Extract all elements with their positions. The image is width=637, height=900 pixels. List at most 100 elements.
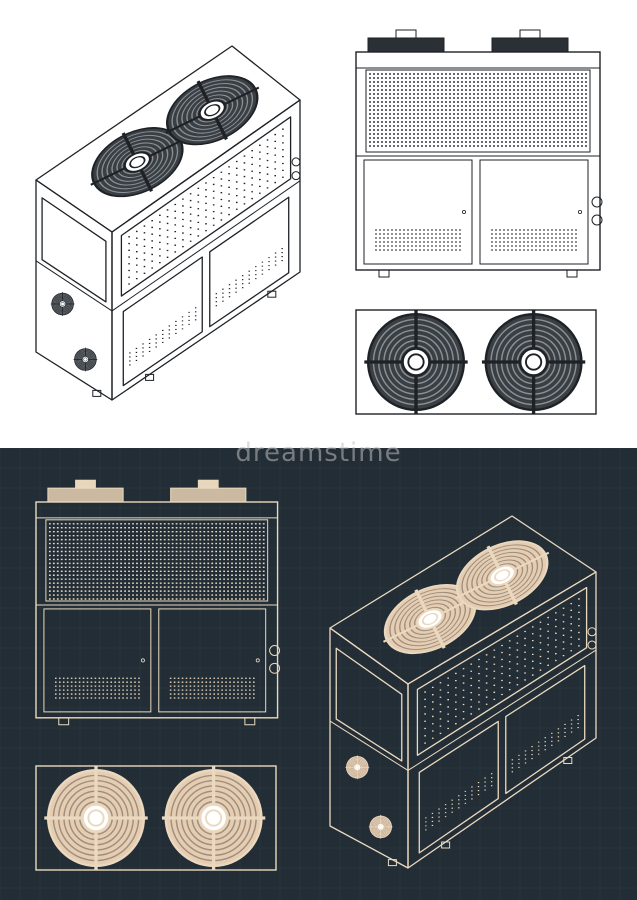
access-door	[479, 159, 589, 265]
coil-frame	[365, 69, 591, 153]
fan-hub	[353, 763, 361, 771]
fan-motor-cap	[75, 479, 96, 489]
fan-cap-body	[367, 37, 445, 53]
unit-foot	[387, 859, 397, 867]
pipe-port	[587, 627, 597, 637]
fan-hub	[82, 356, 89, 363]
unit-outline	[355, 309, 597, 415]
door-latch	[461, 209, 466, 214]
fan-motor	[60, 301, 65, 306]
fan-bracket	[455, 579, 492, 600]
unit-foot	[58, 717, 70, 726]
unit-foot	[378, 269, 390, 278]
unit-foot	[145, 373, 155, 381]
coil-grille	[120, 116, 292, 297]
fan	[161, 766, 266, 870]
light-blueprint-panel	[0, 0, 637, 448]
fan	[345, 755, 370, 780]
fan-motor	[378, 824, 383, 829]
pipe-port	[591, 196, 603, 208]
fan-bracket	[139, 168, 154, 192]
fan-motor	[204, 809, 223, 827]
isometric-view	[329, 515, 597, 869]
coil-frame	[45, 519, 269, 602]
left-face	[35, 179, 113, 401]
side-panel	[335, 647, 403, 762]
fan-motor	[87, 809, 105, 827]
fan-cap-body	[170, 487, 247, 503]
vent-grille	[491, 229, 577, 251]
coil-grille	[416, 586, 588, 756]
fan-bracket	[165, 114, 202, 134]
fan-cap	[47, 479, 124, 503]
front-split	[111, 180, 301, 312]
blueprint-grid	[0, 448, 637, 900]
fan-hub	[59, 300, 66, 308]
isometric-view	[35, 45, 301, 401]
access-door	[43, 608, 152, 713]
access-door	[418, 720, 499, 854]
unit-foot	[267, 290, 277, 298]
fan-motor	[421, 612, 439, 626]
fan-hub	[199, 803, 229, 833]
fan-motor	[129, 155, 146, 169]
pipe-port	[291, 171, 301, 181]
fan	[382, 583, 478, 655]
dark-drawings	[0, 448, 637, 900]
fan-cap	[170, 479, 247, 503]
front-face	[111, 99, 301, 401]
pipe-port	[269, 662, 281, 674]
fan-motor	[204, 104, 221, 117]
fan-bracket	[503, 581, 518, 606]
fan-motor	[355, 765, 360, 770]
fan-hub	[519, 347, 549, 377]
unit-body	[35, 501, 279, 719]
left-split	[329, 720, 409, 771]
vent-grille	[169, 677, 255, 699]
door-latch	[255, 658, 260, 663]
fan-bracket	[431, 625, 446, 649]
left-split	[35, 260, 113, 312]
door-vents	[425, 773, 493, 831]
vent-grille	[48, 523, 265, 600]
fan	[50, 292, 75, 316]
fan	[364, 310, 468, 414]
access-door	[158, 608, 267, 713]
fan-motor-cap	[519, 29, 541, 39]
side-panel	[41, 197, 107, 303]
access-door	[505, 664, 586, 795]
door-vents	[129, 307, 197, 366]
coil-mesh	[424, 598, 580, 744]
fan-motor	[407, 353, 425, 371]
fan-bracket	[121, 132, 136, 157]
front-view	[35, 479, 281, 726]
fan-bracket	[382, 623, 420, 643]
unit-foot	[92, 389, 102, 397]
fan-motor-cap	[395, 29, 417, 39]
door-vents	[511, 715, 579, 773]
coil-mesh	[128, 128, 284, 285]
unit-foot	[566, 269, 578, 278]
pipe-port	[291, 157, 301, 167]
access-door	[122, 256, 203, 387]
pipe-port	[591, 214, 603, 226]
grid-lines	[0, 448, 637, 900]
fan-cap-body	[47, 487, 124, 503]
fan	[44, 766, 148, 870]
access-door	[209, 196, 290, 328]
light-drawings	[35, 29, 603, 415]
door-latch	[578, 209, 583, 214]
fan-bracket	[196, 80, 211, 105]
vent-grille	[375, 229, 461, 251]
unit-body	[355, 51, 601, 271]
fan-motor	[83, 357, 88, 362]
fan-hub	[81, 803, 111, 833]
unit-foot	[441, 841, 451, 849]
fan	[368, 814, 393, 839]
fan-motor	[494, 569, 511, 582]
fan-cap	[367, 29, 445, 53]
pipe-port	[587, 640, 597, 650]
unit-outline	[35, 765, 277, 871]
dark-blueprint-panel	[0, 448, 637, 900]
